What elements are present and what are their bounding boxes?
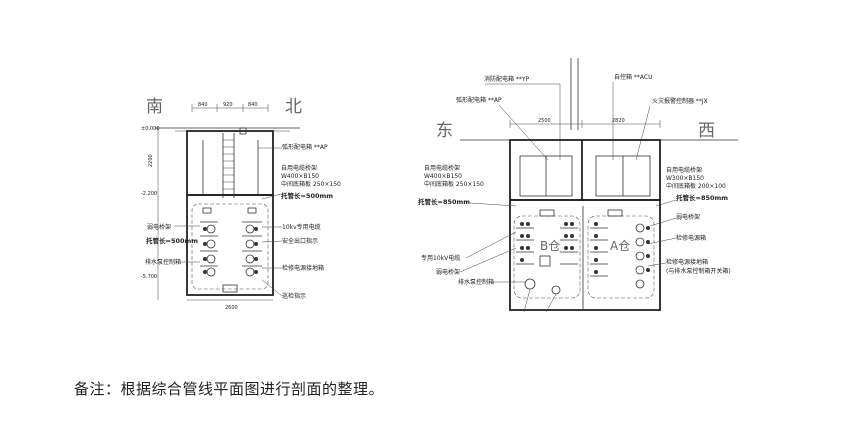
label-mid-cable-rr: 中间底箱板 200×100: [666, 182, 726, 190]
dir-north: 北: [285, 97, 302, 117]
compartment-a: A仓: [610, 239, 630, 253]
label-power-ground-l: 检修电源接地箱: [282, 264, 324, 272]
left-dim-1: 840: [198, 102, 208, 108]
label-lighting-box-l: 弧形配电箱 **AP: [282, 143, 328, 151]
label-inspect-light: 巡检指示: [282, 292, 306, 300]
label-tray-size-rr: W300×B150: [666, 175, 704, 182]
compartment-b: B仓: [540, 239, 560, 253]
label-fire-box: 消防配电箱 **YP: [484, 75, 530, 83]
label-alarm-box: 火灾报警控制器 **JX: [652, 97, 708, 105]
side-dim-1: 2200: [148, 154, 154, 167]
label-mid-cable-rl: 中间底箱板 250×150: [424, 180, 484, 188]
elev-2: -5.700: [141, 274, 157, 280]
cross-section-drawing: 南 北 840 920 840 ±0.000 -2.200 -5.700 220…: [141, 58, 738, 313]
label-tray-size-rl: W400×B150: [424, 173, 462, 180]
label-drain-box-l: 排水泵控制箱: [145, 258, 181, 266]
label-weak-tray-l: 弱电桥架: [147, 223, 171, 231]
elev-1: -2.200: [141, 191, 157, 197]
bottom-dim: 2600: [225, 305, 238, 311]
left-dim-2: 920: [223, 102, 233, 108]
dir-east: 东: [436, 121, 453, 141]
label-tray-size-l: W400×B150: [281, 173, 319, 180]
label-weak-tray-rr: 弱电桥架: [676, 213, 700, 221]
label-switch-box: (与排水泵控制箱开关箱): [666, 267, 731, 275]
dir-south: 南: [146, 97, 163, 117]
right-dim-2: 2820: [612, 118, 625, 124]
label-tube-len-left: 托管长=500mm: [146, 236, 198, 245]
label-safety-hook: 安全出口指示: [282, 237, 318, 245]
label-cable-tray-rl: 自用电缆桥架: [424, 164, 460, 172]
note-text: 备注：根据综合管线平面图进行剖面的整理。: [74, 380, 385, 398]
left-dim-3: 840: [248, 102, 258, 108]
label-power-ground-r: 检修电源接地箱: [666, 258, 708, 266]
label-cable-tray-rr: 自用电缆桥架: [666, 166, 702, 174]
left-section: 南 北 840 920 840 ±0.000 -2.200 -5.700 220…: [141, 97, 341, 311]
label-cable-tray-l: 自用电缆桥架: [281, 164, 317, 172]
label-drain-box-r: 排水泵控制箱: [458, 278, 494, 286]
label-mid-cable-l: 中间底箱板 250×150: [281, 180, 341, 188]
elev-0: ±0.000: [141, 126, 160, 132]
label-auto-box: 自控箱 **ACU: [614, 73, 653, 81]
label-power-box: 检修电源箱: [676, 234, 706, 242]
label-weak-tray-rl: 弱电桥架: [436, 268, 460, 276]
dir-west: 西: [698, 121, 715, 141]
right-section: 消防配电箱 **YP 自控箱 **ACU 弧形配电箱 **AP 火灾报警控制器 …: [418, 58, 738, 313]
label-lighting-box-r: 弧形配电箱 **AP: [456, 96, 502, 104]
label-kv-cable-l: 10kv专用电缆: [282, 223, 321, 231]
label-tube-len-rr: 托管长=850mm: [676, 193, 728, 202]
label-tube-len-rl: 托管长=850mm: [418, 197, 470, 206]
label-tube-len-right: 托管长=500mm: [281, 191, 333, 200]
label-kv-cable-r: 专用10kV电缆: [421, 254, 460, 262]
right-dim-1: 2500: [538, 118, 551, 124]
